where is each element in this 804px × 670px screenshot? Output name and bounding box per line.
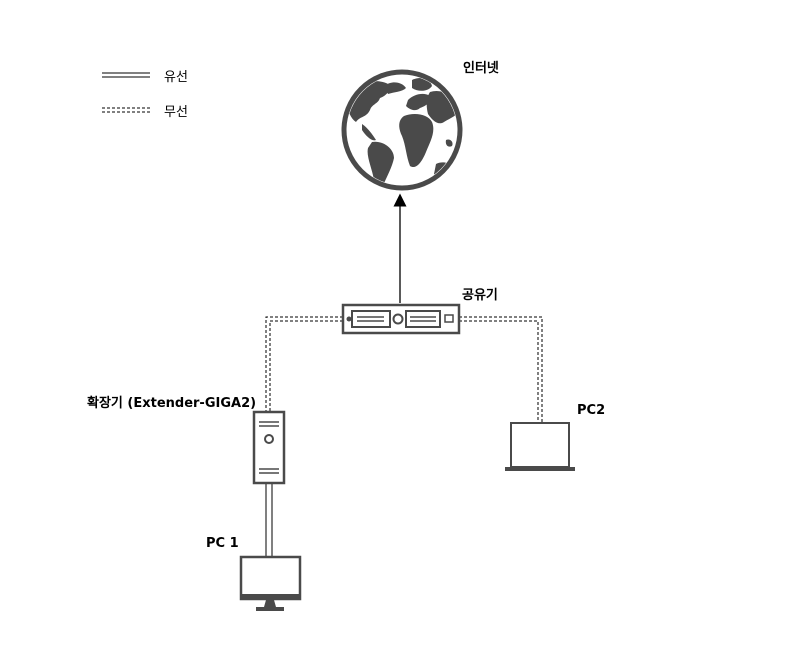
wireless-link-router-pc2 [459, 316, 543, 423]
router-label: 공유기 [462, 288, 498, 303]
pc1-label: PC 1 [206, 536, 239, 551]
legend-wired-label: 유선 [164, 70, 188, 85]
monitor-icon [239, 555, 302, 611]
globe-icon [341, 69, 463, 191]
wired-link-extender-pc1 [265, 483, 273, 557]
internet-label: 인터넷 [463, 61, 499, 76]
extender-label: 확장기 (Extender-GIGA2) [87, 396, 257, 411]
legend-wired-line [102, 72, 150, 78]
legend-wireless-line [102, 107, 150, 113]
pc2-label: PC2 [577, 403, 606, 418]
legend-wireless-label: 무선 [164, 105, 188, 120]
extender-icon [252, 410, 286, 485]
router-icon [341, 303, 461, 335]
laptop-icon [505, 422, 575, 471]
wireless-link-router-extender [265, 316, 343, 412]
